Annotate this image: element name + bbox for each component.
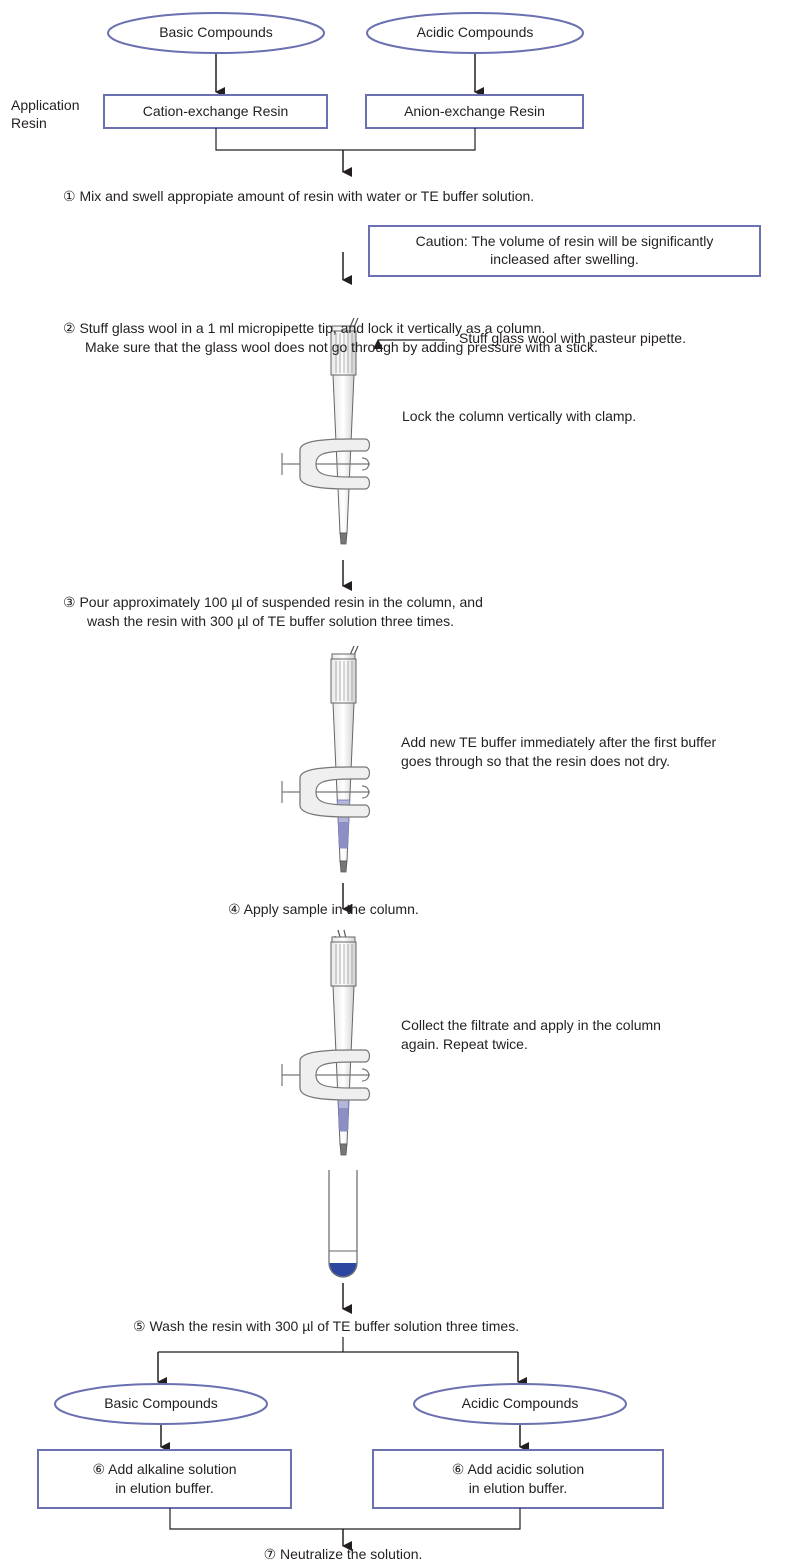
acidic-compounds-label-bottom: Acidic Compounds [461, 1395, 579, 1411]
acidic-solution-line2: in elution buffer. [468, 1480, 568, 1496]
clamp-note: Lock the column vertically with clamp. [402, 408, 637, 424]
step5-text: ⑤ Wash the resin with 300 µl of TE buffe… [133, 1318, 520, 1334]
cation-resin-box [103, 94, 328, 129]
resin-merge-bracket [215, 128, 476, 151]
step3-note-line1: Add new TE buffer immediately after the … [401, 734, 717, 750]
alkaline-solution-line1: ⑥ Add alkaline solution [92, 1461, 237, 1477]
application-resin-label-line2: Resin [11, 115, 47, 131]
column-applying-sample [281, 929, 371, 1156]
step1-text: ① Mix and swell appropiate amount of res… [63, 188, 535, 204]
column-with-pasteur-pipette [281, 317, 371, 545]
basic-compounds-ellipse-top [107, 12, 325, 54]
caution-line2: incleased after swelling. [490, 251, 639, 267]
cation-resin-label: Cation-exchange Resin [142, 103, 289, 119]
acidic-solution-line1: ⑥ Add acidic solution [451, 1461, 585, 1477]
basic-compounds-label-top: Basic Compounds [159, 24, 273, 40]
pasteur-pipette-note: Stuff glass wool with pasteur pipette. [459, 330, 686, 346]
step3-note-line2: goes through so that the resin does not … [401, 753, 671, 769]
split-bracket [158, 1337, 518, 1353]
application-resin-label-line1: Application [11, 97, 80, 113]
alkaline-solution-box [37, 1449, 292, 1509]
step3-line1: ③ Pour approximately 100 µl of suspended… [63, 594, 483, 610]
caution-box [368, 225, 761, 277]
acidic-solution-box [372, 1449, 664, 1509]
step3-line2: wash the resin with 300 µl of TE buffer … [87, 613, 455, 629]
collection-test-tube [328, 1170, 358, 1278]
step4-text: ④ Apply sample in the column. [228, 901, 419, 917]
step4-note-line1: Collect the filtrate and apply in the co… [401, 1017, 661, 1033]
column-with-resin [281, 645, 371, 873]
caution-line1: Caution: The volume of resin will be sig… [415, 233, 714, 249]
acidic-compounds-ellipse-top [366, 12, 584, 54]
basic-compounds-label-bottom: Basic Compounds [104, 1395, 218, 1411]
basic-compounds-ellipse-bottom [54, 1383, 268, 1425]
alkaline-solution-line2: in elution buffer. [115, 1480, 214, 1496]
anion-resin-label: Anion-exchange Resin [404, 103, 545, 119]
acidic-compounds-ellipse-bottom [413, 1383, 627, 1425]
step2-line1: ② Stuff glass wool in a 1 ml micropipett… [63, 320, 546, 336]
step7-text: ⑦ Neutralize the solution. [263, 1546, 423, 1562]
merge-bracket-bottom [169, 1508, 521, 1530]
acidic-compounds-label-top: Acidic Compounds [416, 24, 534, 40]
step2-line2: Make sure that the glass wool does not g… [85, 339, 598, 355]
step4-note-line2: again. Repeat twice. [401, 1036, 528, 1052]
